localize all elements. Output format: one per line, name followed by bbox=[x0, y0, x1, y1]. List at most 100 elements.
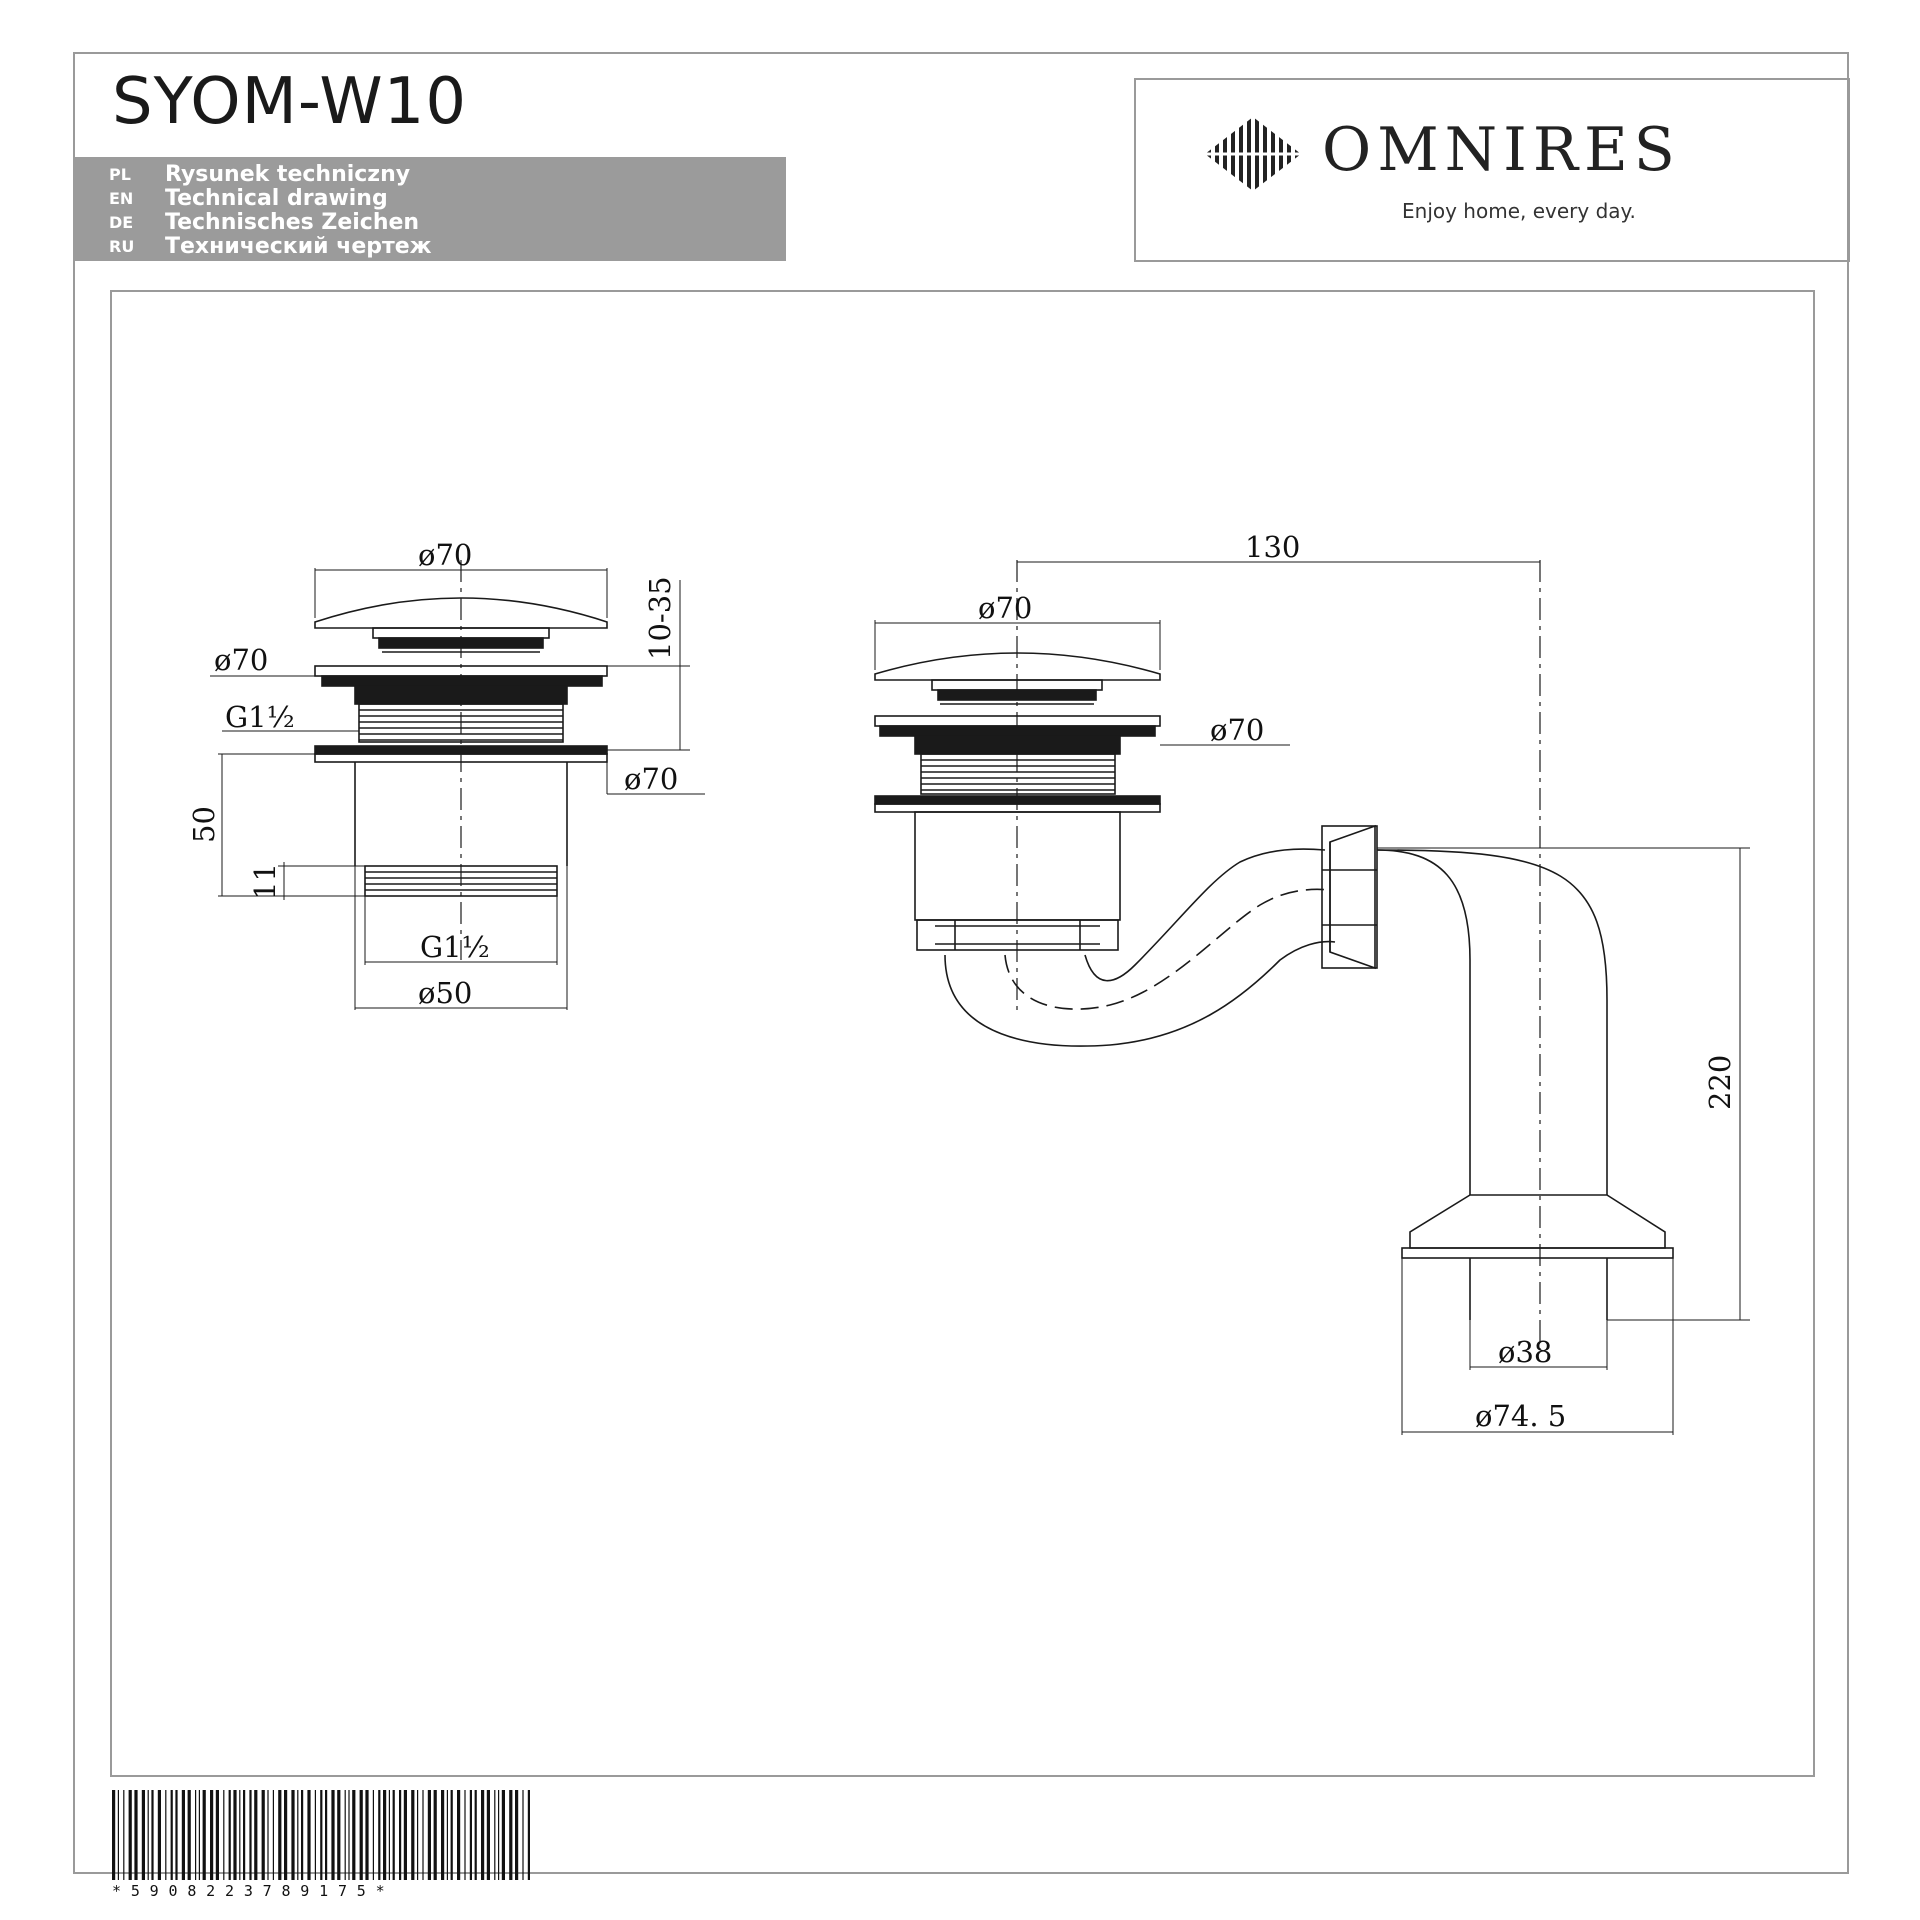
barcode-bar bbox=[446, 1790, 448, 1880]
dim-left-thread-lower: G1½ bbox=[420, 930, 490, 964]
brand-name: OMNIRES bbox=[1322, 115, 1681, 185]
language-bar: PL Rysunek techniczny EN Technical drawi… bbox=[73, 157, 786, 261]
barcode-bar bbox=[284, 1790, 288, 1880]
barcode-bar bbox=[223, 1790, 225, 1880]
barcode-bar bbox=[359, 1790, 363, 1880]
barcode-bar bbox=[307, 1790, 311, 1880]
barcode-bar bbox=[348, 1790, 350, 1880]
barcode-bar bbox=[352, 1790, 356, 1880]
dim-right-cap-diameter: ø70 bbox=[978, 591, 1032, 625]
barcode-bar bbox=[117, 1790, 119, 1880]
barcode-bar bbox=[378, 1790, 381, 1880]
barcode-bar bbox=[469, 1790, 472, 1880]
barcode-bar bbox=[450, 1790, 453, 1880]
barcode-bar bbox=[388, 1790, 390, 1880]
barcode-bar bbox=[215, 1790, 219, 1880]
dim-left-flange-diameter: ø70 bbox=[214, 643, 268, 677]
right-view bbox=[874, 560, 1750, 1435]
barcode-bar bbox=[427, 1790, 431, 1880]
barcode-bar bbox=[202, 1790, 206, 1880]
brand-box bbox=[1134, 78, 1850, 262]
dim-left-thread-upper: G1½ bbox=[225, 700, 295, 734]
barcode-bar bbox=[195, 1790, 197, 1880]
dim-right-base-diameter: ø74. 5 bbox=[1475, 1399, 1566, 1433]
barcode-bar bbox=[301, 1790, 304, 1880]
lang-code: PL bbox=[109, 165, 131, 184]
barcode-bar bbox=[210, 1790, 214, 1880]
dim-left-thread-length: 11 bbox=[248, 863, 282, 900]
barcode-bar bbox=[433, 1790, 437, 1880]
dim-left-height-range: 10-35 bbox=[643, 576, 677, 660]
barcode-bar bbox=[254, 1790, 258, 1880]
dim-left-cap-diameter: ø70 bbox=[418, 538, 472, 572]
barcode-bar bbox=[411, 1790, 415, 1880]
lang-text: Technisches Zeichen bbox=[165, 210, 420, 235]
barcode-bar bbox=[515, 1790, 519, 1880]
lang-code: RU bbox=[109, 237, 135, 256]
barcode-bar bbox=[441, 1790, 445, 1880]
barcode-bar bbox=[498, 1790, 500, 1880]
barcode-bar bbox=[249, 1790, 252, 1880]
barcode-bar bbox=[337, 1790, 341, 1880]
dim-left-body-diameter: ø50 bbox=[418, 976, 472, 1010]
barcode-bar bbox=[261, 1790, 265, 1880]
barcode-bar bbox=[392, 1790, 395, 1880]
barcode-bar bbox=[527, 1790, 530, 1880]
drawing-frame bbox=[110, 290, 1815, 1777]
barcode-bar bbox=[175, 1790, 178, 1880]
barcode-bar bbox=[481, 1790, 485, 1880]
barcode-bar bbox=[320, 1790, 323, 1880]
barcode-bar bbox=[157, 1790, 161, 1880]
lang-text: Rysunek techniczny bbox=[165, 162, 411, 187]
barcode-bar bbox=[464, 1790, 466, 1880]
barcode-bar bbox=[123, 1790, 125, 1880]
left-view bbox=[210, 560, 705, 1010]
barcode-bar bbox=[372, 1790, 374, 1880]
barcode-bar bbox=[112, 1790, 116, 1880]
barcode-bar bbox=[365, 1790, 369, 1880]
diamond-grid-icon bbox=[1205, 117, 1301, 191]
product-code-title: SYOM-W10 bbox=[112, 65, 468, 139]
barcode-bar bbox=[198, 1790, 200, 1880]
dim-right-offset: 130 bbox=[1245, 530, 1300, 564]
barcode-bar bbox=[494, 1790, 496, 1880]
barcode-bar bbox=[509, 1790, 513, 1880]
brand-tagline: Enjoy home, every day. bbox=[1402, 199, 1636, 223]
barcode-bar bbox=[331, 1790, 335, 1880]
lang-text: Technical drawing bbox=[165, 186, 388, 211]
barcode-bar bbox=[486, 1790, 490, 1880]
barcode-bar bbox=[291, 1790, 295, 1880]
barcode-bar bbox=[181, 1790, 185, 1880]
barcode-bar bbox=[383, 1790, 387, 1880]
barcode-bar bbox=[233, 1790, 237, 1880]
barcode-bar bbox=[314, 1790, 316, 1880]
barcode-bar bbox=[243, 1790, 246, 1880]
barcode-bar bbox=[267, 1790, 269, 1880]
barcode-bar bbox=[344, 1790, 346, 1880]
barcode-digits: *5908223789175* bbox=[112, 1882, 395, 1900]
lang-code: DE bbox=[109, 213, 134, 232]
barcode-bar bbox=[278, 1790, 282, 1880]
barcode-bar bbox=[151, 1790, 154, 1880]
dim-left-body-height: 50 bbox=[187, 806, 221, 843]
dim-right-outlet-diameter: ø38 bbox=[1498, 1335, 1552, 1369]
barcode-bar bbox=[128, 1790, 132, 1880]
barcode-bar bbox=[325, 1790, 328, 1880]
dim-right-height: 220 bbox=[1703, 1055, 1737, 1110]
barcode-bar bbox=[239, 1790, 241, 1880]
barcode-bar bbox=[422, 1790, 424, 1880]
barcode-bar bbox=[141, 1790, 145, 1880]
dim-left-ring-diameter: ø70 bbox=[624, 762, 678, 796]
barcode-bar bbox=[134, 1790, 138, 1880]
barcode-bar bbox=[522, 1790, 524, 1880]
barcode bbox=[112, 1790, 530, 1880]
lang-text: Технический чертеж bbox=[165, 234, 432, 259]
barcode-bar bbox=[501, 1790, 505, 1880]
barcode-bar bbox=[147, 1790, 149, 1880]
barcode-bar bbox=[187, 1790, 191, 1880]
barcode-bar bbox=[417, 1790, 419, 1880]
barcode-bar bbox=[272, 1790, 274, 1880]
barcode-bar bbox=[228, 1790, 231, 1880]
barcode-bar bbox=[474, 1790, 477, 1880]
